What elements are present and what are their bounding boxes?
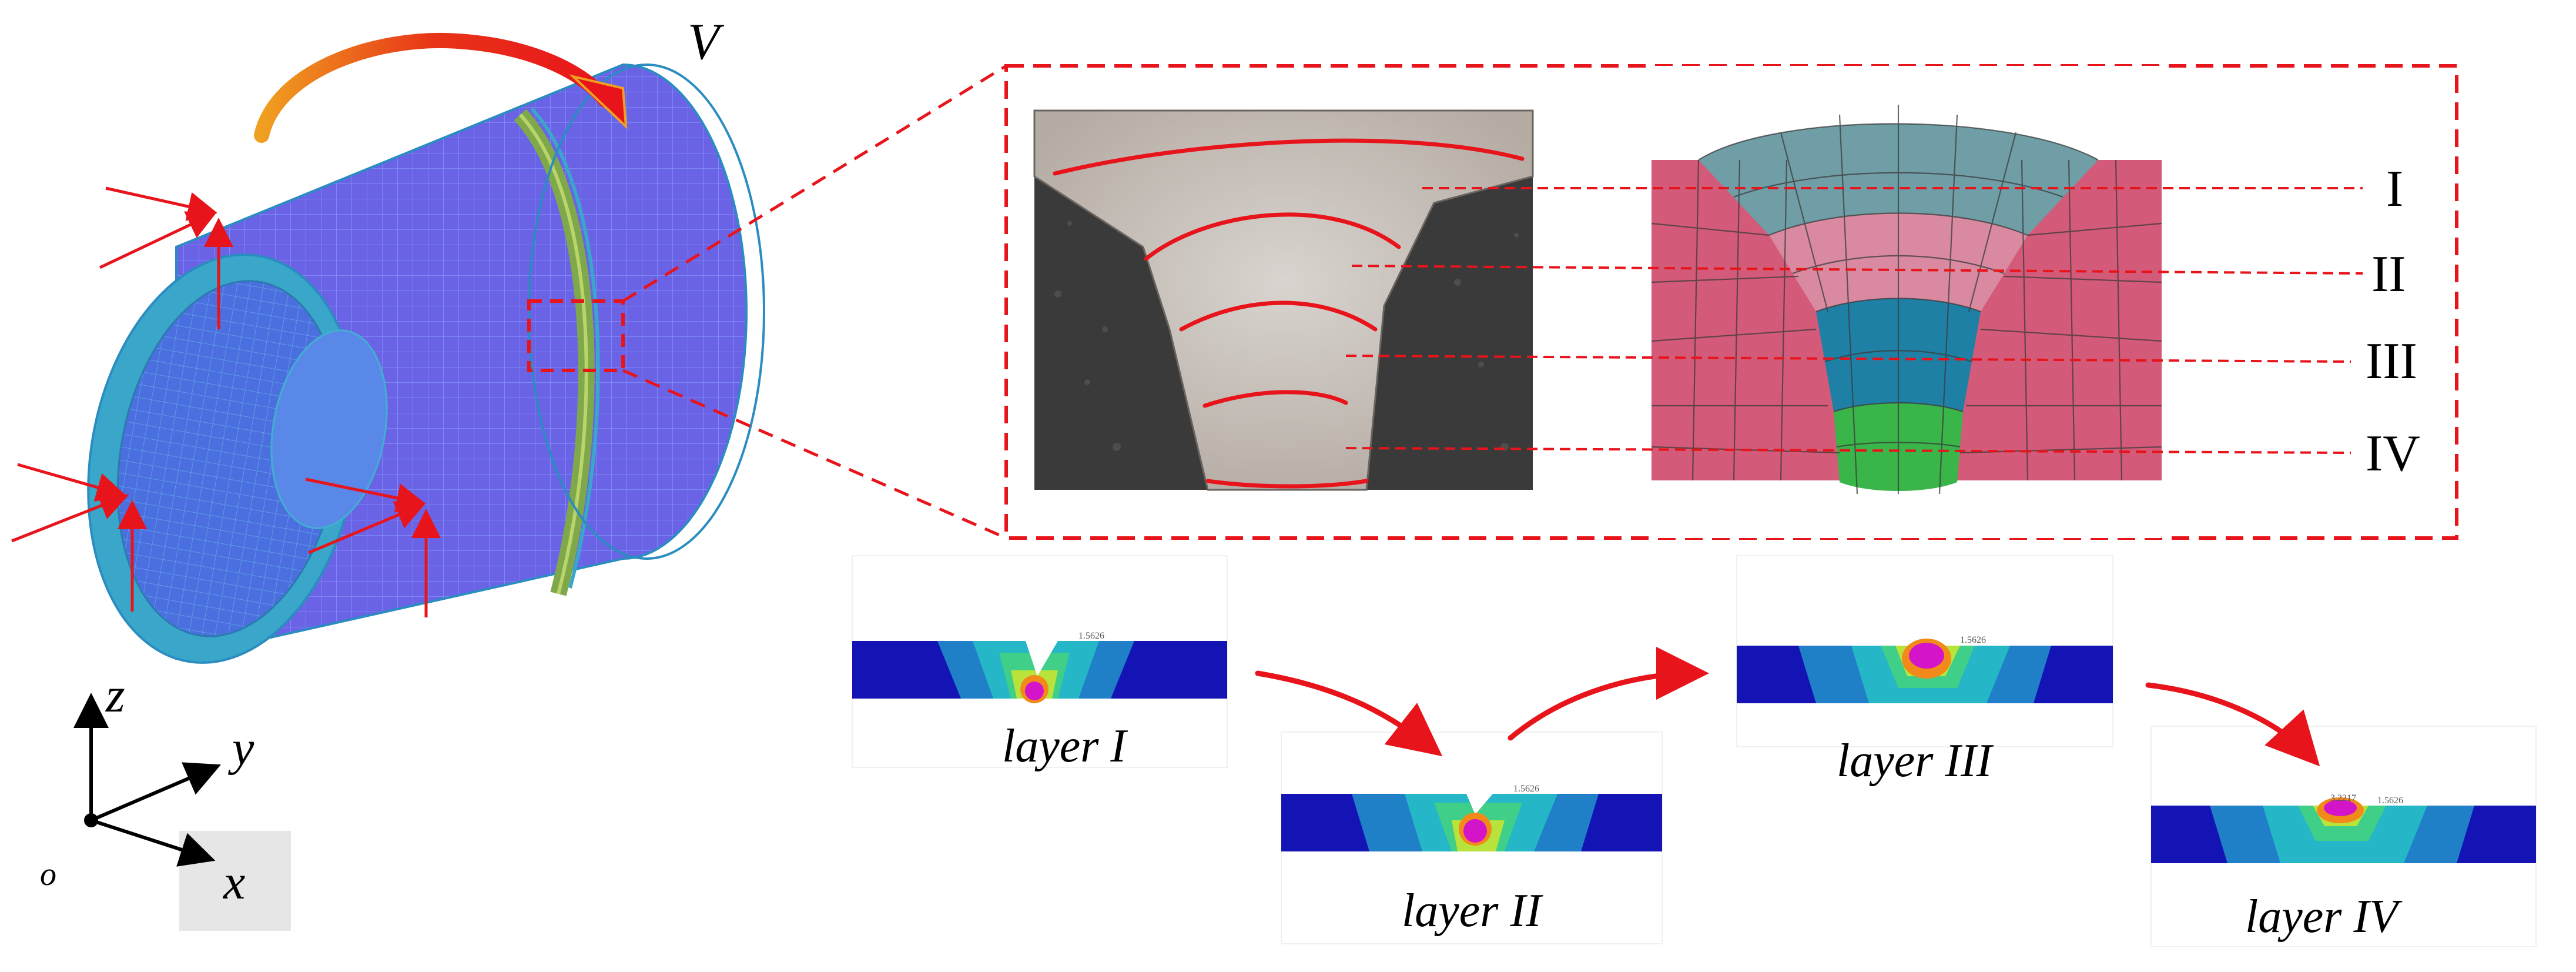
velocity-label: V — [688, 14, 725, 71]
axis-y-label: y — [227, 721, 254, 776]
roman-label-IV: IV — [2366, 425, 2420, 482]
axis-x-label: x — [222, 855, 245, 910]
roman-label-III: III — [2366, 333, 2417, 390]
axis-origin-label: o — [40, 856, 56, 893]
probe-value-2: 1.5626 — [1513, 784, 1539, 794]
probe-value-4: 3.2217 — [2330, 793, 2356, 803]
axis-z-label: z — [105, 668, 125, 723]
probe-value-3: 1.5626 — [1960, 635, 1986, 645]
probe-value-5: 1.5626 — [2377, 796, 2403, 806]
roman-label-I: I — [2386, 161, 2403, 218]
constraint-arrows — [11, 186, 441, 617]
probe-value-1: 1.5626 — [1078, 631, 1104, 641]
zoom-source-box — [527, 299, 625, 372]
stage-label-IV: layer IV — [2245, 891, 2403, 943]
rotation-arrow — [254, 33, 613, 143]
coordinate-axes: z y x o — [40, 668, 291, 931]
pipe-model: V — [11, 14, 765, 664]
weld-macrograph — [1033, 109, 1534, 491]
layer-roman-labels: I II III IV — [2366, 161, 2420, 482]
stage-transition-arrows — [1255, 647, 2320, 767]
layer-reference-lines — [1345, 187, 2363, 454]
detail-panel-frame — [1004, 64, 2458, 540]
stage-label-II: layer II — [1402, 885, 1543, 937]
fem-cross-section — [1651, 66, 2162, 538]
stage-label-I: layer I — [1002, 720, 1128, 772]
stage-layer-IV: 3.2217 1.5626 layer IV — [2150, 726, 2537, 947]
roman-label-II: II — [2371, 246, 2406, 303]
stage-layer-III: 1.5626 layer III — [1736, 555, 2113, 787]
stage-layer-I: 1.5626 layer I — [852, 555, 1228, 772]
zoom-connectors — [622, 64, 1007, 540]
stage-label-III: layer III — [1837, 735, 1994, 787]
stage-layer-II: 1.5626 layer II — [1281, 731, 1663, 944]
